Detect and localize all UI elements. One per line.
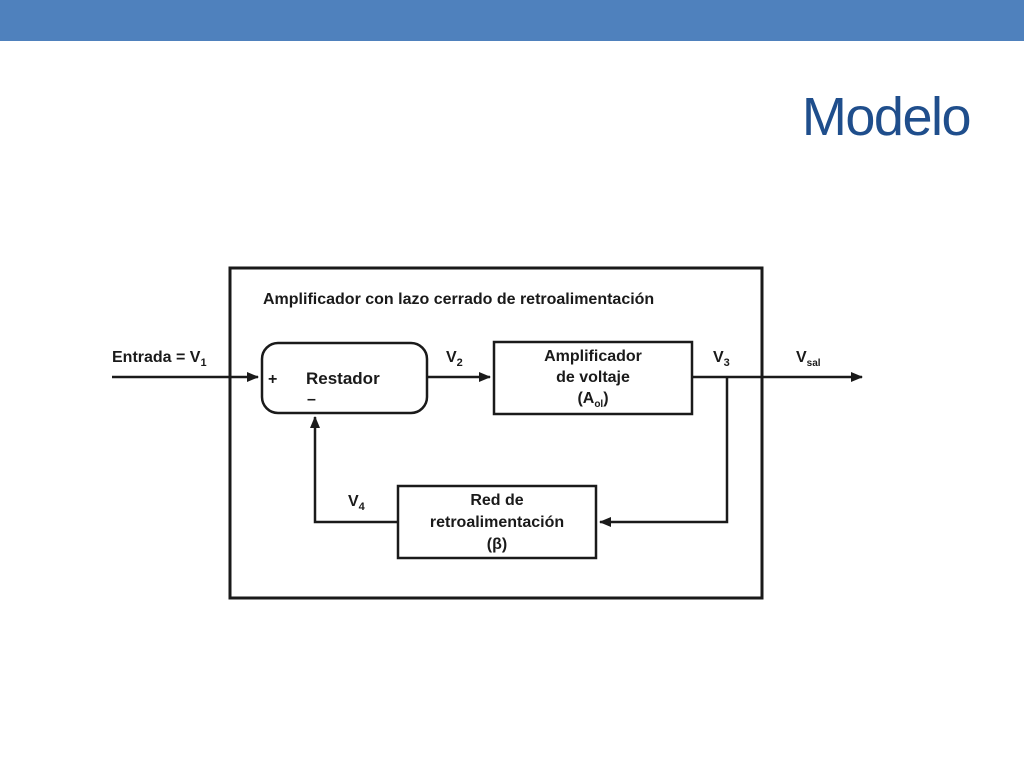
subtractor-label: Restador — [306, 369, 380, 388]
slide-title: Modelo — [801, 87, 972, 147]
top-accent-bar — [0, 0, 1024, 41]
frame-label: Amplificador con lazo cerrado de retroal… — [263, 291, 654, 308]
amplifier-gain-subscript: ol — [594, 399, 603, 410]
v3-label-subscript: 3 — [724, 357, 730, 369]
feedback-label-line2: retroalimentación — [430, 514, 564, 531]
input-label: Entrada = V1 — [112, 349, 207, 369]
v2-label: V2 — [446, 349, 463, 369]
amplifier-gain-label: (Aol) — [577, 390, 608, 410]
output-label-subscript: sal — [807, 358, 821, 369]
feedback-network-block — [396, 484, 598, 560]
feedback-path-in — [599, 377, 729, 527]
feedback-label-line1: Red de — [470, 492, 523, 509]
voltage-amplifier-block — [492, 340, 694, 416]
v3-label: V3 — [713, 349, 730, 369]
plus-sign: + — [268, 371, 277, 388]
v2-label-subscript: 2 — [457, 357, 463, 369]
input-label-subscript: 1 — [200, 357, 206, 369]
closed-loop-frame — [228, 266, 764, 600]
amplifier-label-line2: de voltaje — [556, 369, 630, 386]
amplifier-label-line1: Amplificador — [544, 348, 642, 365]
v4-label: V4 — [348, 493, 366, 513]
feedback-label-line3: (β) — [487, 536, 507, 553]
feedback-path-out — [310, 416, 398, 524]
minus-sign: – — [307, 391, 316, 408]
v4-label-subscript: 4 — [359, 501, 366, 513]
output-label: Vsal — [796, 349, 821, 369]
